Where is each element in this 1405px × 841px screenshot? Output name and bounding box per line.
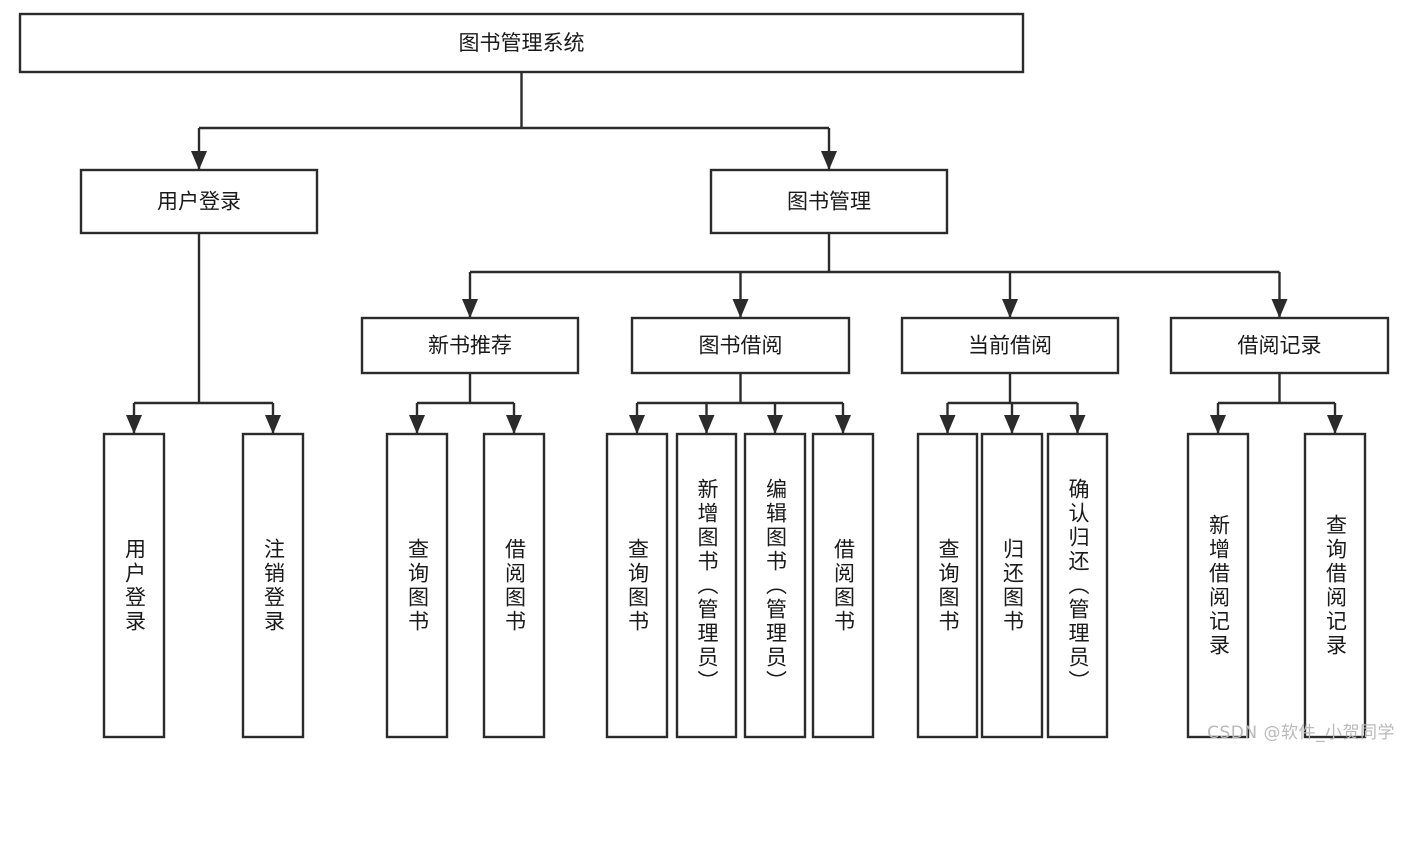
arrow-head-user-login [191, 151, 207, 170]
arrow-head-leaf-cur-return-book [1004, 415, 1020, 434]
node-box-user-login[interactable] [79, 168, 319, 235]
arrow-head-borrow-record [1271, 299, 1288, 318]
node-box-current-borrow[interactable] [900, 316, 1120, 375]
arrow-head-leaf-rec-add-record [1210, 415, 1226, 434]
node-box-leaf-rec-query-record[interactable] [1303, 432, 1367, 739]
node-label-book-borrow: 图书借阅 [699, 334, 783, 358]
edge-group-book-manage [462, 233, 1288, 318]
arrow-head-book-manage [821, 151, 837, 170]
node-label-current-borrow: 当前借阅 [968, 334, 1052, 358]
arrow-head-leaf-rec-borrow-book [506, 415, 522, 434]
arrow-head-leaf-borrow-add-book [698, 415, 715, 434]
node-box-leaf-cur-confirm-return[interactable] [1046, 432, 1109, 739]
node-box-root[interactable] [18, 12, 1025, 74]
csdn-watermark: CSDN @软件_小贺同学 [1207, 723, 1395, 743]
arrow-head-leaf-user-login [126, 415, 142, 434]
node-box-book-borrow[interactable] [630, 316, 851, 375]
node-box-leaf-cur-return-book[interactable] [980, 432, 1044, 739]
node-box-leaf-cur-query-book[interactable] [916, 432, 979, 739]
arrow-head-leaf-cur-confirm-return [1069, 415, 1086, 434]
node-box-borrow-record[interactable] [1169, 316, 1390, 375]
node-box-leaf-rec-query-book[interactable] [385, 432, 449, 739]
edges-layer [126, 72, 1343, 434]
node-label-borrow-record: 借阅记录 [1238, 334, 1322, 358]
edge-group-current-borrow [939, 373, 1086, 434]
node-box-leaf-rec-add-record[interactable] [1186, 432, 1250, 739]
arrow-head-leaf-rec-query-record [1327, 415, 1343, 434]
arrow-head-leaf-borrow-lend-book [835, 415, 851, 434]
node-box-leaf-borrow-edit-book[interactable] [743, 432, 807, 739]
arrow-head-leaf-borrow-edit-book [767, 415, 783, 434]
node-label-root: 图书管理系统 [459, 31, 585, 55]
node-label-user-login: 用户登录 [157, 190, 241, 214]
arrow-head-current-borrow [1002, 299, 1018, 318]
node-box-leaf-borrow-lend-book[interactable] [811, 432, 875, 739]
arrow-head-new-book-rec [462, 299, 478, 318]
arrow-head-leaf-rec-query-book [409, 415, 425, 434]
edge-group-new-book-rec [409, 373, 522, 434]
node-box-new-book-rec[interactable] [360, 316, 580, 375]
edge-group-book-borrow [629, 373, 851, 434]
arrow-head-leaf-cur-query-book [939, 415, 956, 434]
node-box-book-manage[interactable] [709, 168, 949, 235]
node-box-leaf-borrow-query-book[interactable] [605, 432, 669, 739]
arrow-head-book-borrow [732, 299, 749, 318]
node-box-leaf-user-logout[interactable] [241, 432, 305, 739]
boxes-layer [18, 12, 1390, 739]
node-label-new-book-rec: 新书推荐 [428, 334, 512, 358]
edge-group-user-login [126, 233, 281, 434]
node-box-leaf-user-login[interactable] [102, 432, 166, 739]
arrow-head-leaf-borrow-query-book [629, 415, 645, 434]
node-label-book-manage: 图书管理 [787, 190, 871, 214]
edge-group-root [191, 72, 837, 170]
node-box-leaf-rec-borrow-book[interactable] [482, 432, 546, 739]
node-box-leaf-borrow-add-book[interactable] [675, 432, 738, 739]
diagram-canvas-root: 图书管理系统用户登录图书管理新书推荐图书借阅当前借阅借阅记录 用户登录注销登录查… [18, 12, 1395, 743]
edge-group-borrow-record [1210, 373, 1343, 434]
arrow-head-leaf-user-logout [265, 415, 281, 434]
